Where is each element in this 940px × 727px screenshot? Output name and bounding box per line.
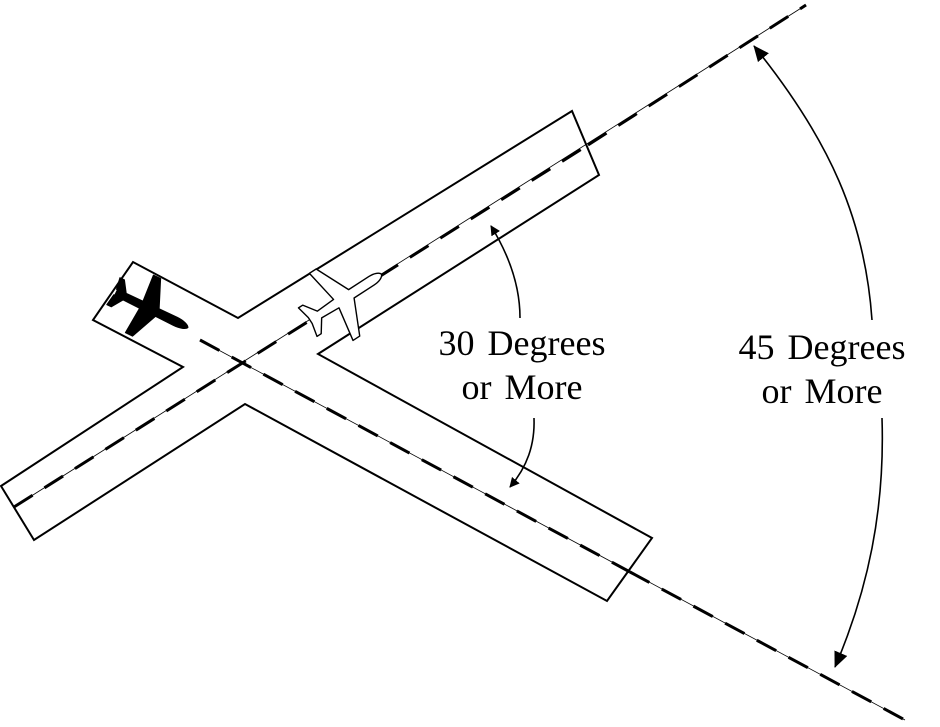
angle-45-label-line1: 45 Degrees [738, 327, 906, 367]
angle-30-label-line1: 30 Degrees [438, 323, 606, 363]
angle-30-label-line2: or More [461, 367, 583, 407]
angle-30-arrow-down [509, 417, 535, 488]
runway-outline [0, 109, 654, 603]
angle-45-label-line2: or More [761, 371, 883, 411]
runway-centerline-dashes-outer [587, 3, 807, 147]
angle-45-arrow-up [753, 45, 873, 321]
airplane-outline-icon [297, 268, 383, 342]
angle-45-arrow-down [834, 417, 884, 668]
angle-30-arrow-up [490, 225, 521, 319]
angle-45-label: 45 Degrees or More [700, 325, 940, 413]
taxi-centerline-dashes-outer [629, 570, 906, 722]
angle-30-label: 30 Degrees or More [400, 321, 644, 409]
runway-centerline-dashes-inner [13, 143, 589, 509]
airplane-silhouette-icon [106, 274, 189, 337]
taxi-centerline-dashes-inner [199, 338, 631, 574]
